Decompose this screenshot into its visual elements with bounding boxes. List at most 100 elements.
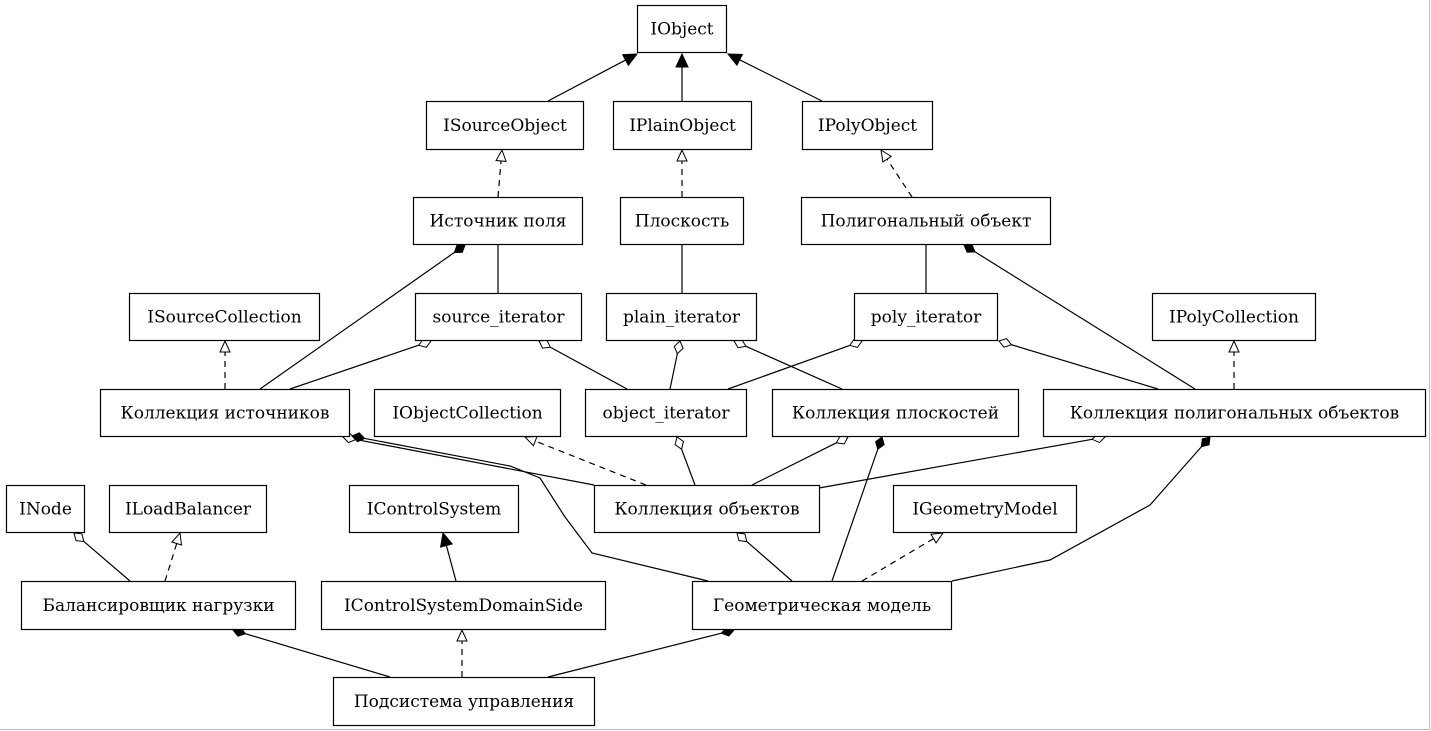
arrowhead-filled-icon — [621, 53, 639, 67]
arrowhead-hollow-icon — [219, 339, 231, 353]
class-label: ISourceCollection — [147, 308, 301, 328]
edge-line — [974, 251, 1196, 390]
class-label: IControlSystem — [367, 500, 502, 520]
class-node-poly[interactable]: Полигональный объект — [800, 196, 1052, 246]
edge-line — [355, 438, 595, 486]
class-node-plain-iterator[interactable]: plain_iterator — [605, 292, 758, 342]
diamond-hollow-icon — [674, 436, 685, 450]
class-node-source-iterator[interactable]: source_iterator — [414, 292, 583, 342]
edge-line — [535, 440, 647, 486]
edge-object_coll-to-poly_coll — [818, 433, 1106, 489]
class-label: Коллекция плоскостей — [792, 404, 999, 424]
class-box — [853, 292, 999, 342]
class-label: source_iterator — [433, 308, 566, 328]
class-box — [425, 100, 585, 151]
class-box — [892, 484, 1078, 534]
edge-isourceobject-to-iobject — [547, 53, 639, 102]
edge-object_coll-to-iobjectcollection — [523, 435, 647, 486]
edges-layer — [73, 52, 1240, 678]
class-label: Источник поля — [429, 212, 566, 232]
diamond-hollow-icon — [673, 340, 684, 355]
edge-line — [164, 543, 178, 582]
class-node-iloadbalancer[interactable]: ILoadBalancer — [108, 484, 268, 534]
class-node-iobjectcollection[interactable]: IObjectCollection — [373, 388, 562, 438]
edge-line — [886, 158, 913, 198]
edge-object_coll-to-object_iterator — [674, 436, 696, 486]
edge-line — [751, 442, 837, 486]
arrowhead-hollow-icon — [676, 148, 688, 162]
class-node-icontrolsystem[interactable]: IControlSystem — [348, 484, 520, 534]
arrowhead-hollow-icon — [523, 435, 538, 447]
class-node-object-iterator[interactable]: object_iterator — [584, 388, 748, 438]
class-node-isourceobject[interactable]: ISourceObject — [425, 100, 585, 151]
arrowhead-hollow-icon — [171, 531, 183, 546]
diamond-hollow-icon — [998, 337, 1013, 348]
class-node-control-subsystem[interactable]: Подсистема управления — [332, 676, 596, 727]
edge-ipolyobject-to-iobject — [726, 53, 823, 102]
class-label: INode — [19, 500, 72, 520]
class-box — [128, 292, 321, 342]
class-node-balancer[interactable]: Балансировщик нагрузки — [20, 580, 297, 631]
class-box — [584, 388, 748, 438]
class-node-poly-coll[interactable]: Коллекция полигональных объектов — [1042, 388, 1427, 438]
edge-geom_model-to-object_coll — [736, 532, 793, 582]
class-label: IPolyCollection — [1169, 308, 1299, 328]
edge-line — [497, 160, 502, 198]
class-node-iobject[interactable]: IObject — [636, 4, 728, 54]
class-label: poly_iterator — [871, 308, 982, 328]
edge-line — [669, 353, 678, 390]
diamond-hollow-icon — [538, 339, 552, 349]
class-label: ISourceObject — [443, 116, 567, 136]
class-box — [348, 484, 520, 534]
class-node-isourcecollection[interactable]: ISourceCollection — [128, 292, 321, 342]
class-node-igeometrymodel[interactable]: IGeometryModel — [892, 484, 1078, 534]
class-box — [612, 100, 753, 151]
edge-poly_coll-to-poly_iterator — [998, 337, 1159, 390]
edge-control_subsystem-to-balancer — [232, 626, 391, 678]
edge-line — [364, 437, 709, 582]
class-node-iplainobject[interactable]: IPlainObject — [612, 100, 753, 151]
class-box — [636, 4, 728, 54]
class-node-poly-iterator[interactable]: poly_iterator — [853, 292, 999, 342]
edge-line — [445, 545, 457, 582]
class-label: Балансировщик нагрузки — [42, 596, 274, 616]
edge-line — [547, 632, 722, 678]
class-label: IGeometryModel — [912, 500, 1057, 520]
class-box — [800, 196, 1052, 246]
edge-line — [951, 446, 1202, 582]
class-node-icsds[interactable]: IControlSystemDomainSide — [320, 580, 607, 631]
edge-source-to-isourceobject — [495, 148, 507, 198]
edge-line — [83, 541, 131, 582]
class-node-inode[interactable]: INode — [5, 484, 86, 534]
class-box — [593, 484, 821, 534]
edge-geom_model-to-plane_coll — [831, 436, 885, 582]
class-node-ipolycollection[interactable]: IPolyCollection — [1151, 292, 1317, 342]
edge-object_coll-to-plane_coll — [751, 435, 849, 486]
class-label: IControlSystemDomainSide — [344, 596, 583, 616]
edge-poly_coll-to-ipolycollection — [1228, 339, 1240, 389]
class-node-object-coll[interactable]: Коллекция объектов — [593, 484, 821, 534]
diamond-filled-icon — [1200, 436, 1211, 448]
diamond-filled-icon — [875, 436, 885, 451]
edge-line — [550, 346, 628, 390]
arrowhead-filled-icon — [439, 531, 454, 548]
class-label: IObject — [650, 20, 713, 40]
class-box — [801, 100, 934, 151]
arrowhead-hollow-icon — [456, 628, 468, 642]
edge-control_subsystem-to-icsds — [456, 628, 468, 677]
class-node-plane[interactable]: Плоскость — [619, 196, 745, 246]
class-label: ILoadBalancer — [125, 500, 252, 520]
class-node-geom-model[interactable]: Геометрическая модель — [691, 580, 953, 631]
diamond-filled-icon — [351, 432, 366, 443]
class-node-ipolyobject[interactable]: IPolyObject — [801, 100, 934, 151]
edge-source_coll-to-source_iterator — [289, 338, 432, 390]
class-box — [332, 676, 596, 727]
class-label: plain_iterator — [623, 308, 741, 328]
arrowhead-hollow-icon — [880, 148, 893, 163]
class-node-source[interactable]: Источник поля — [412, 196, 584, 246]
class-node-source-coll[interactable]: Коллекция источников — [99, 388, 351, 438]
class-node-plane-coll[interactable]: Коллекция плоскостей — [771, 388, 1020, 438]
edge-line — [259, 251, 455, 390]
class-label: Коллекция источников — [121, 404, 330, 424]
